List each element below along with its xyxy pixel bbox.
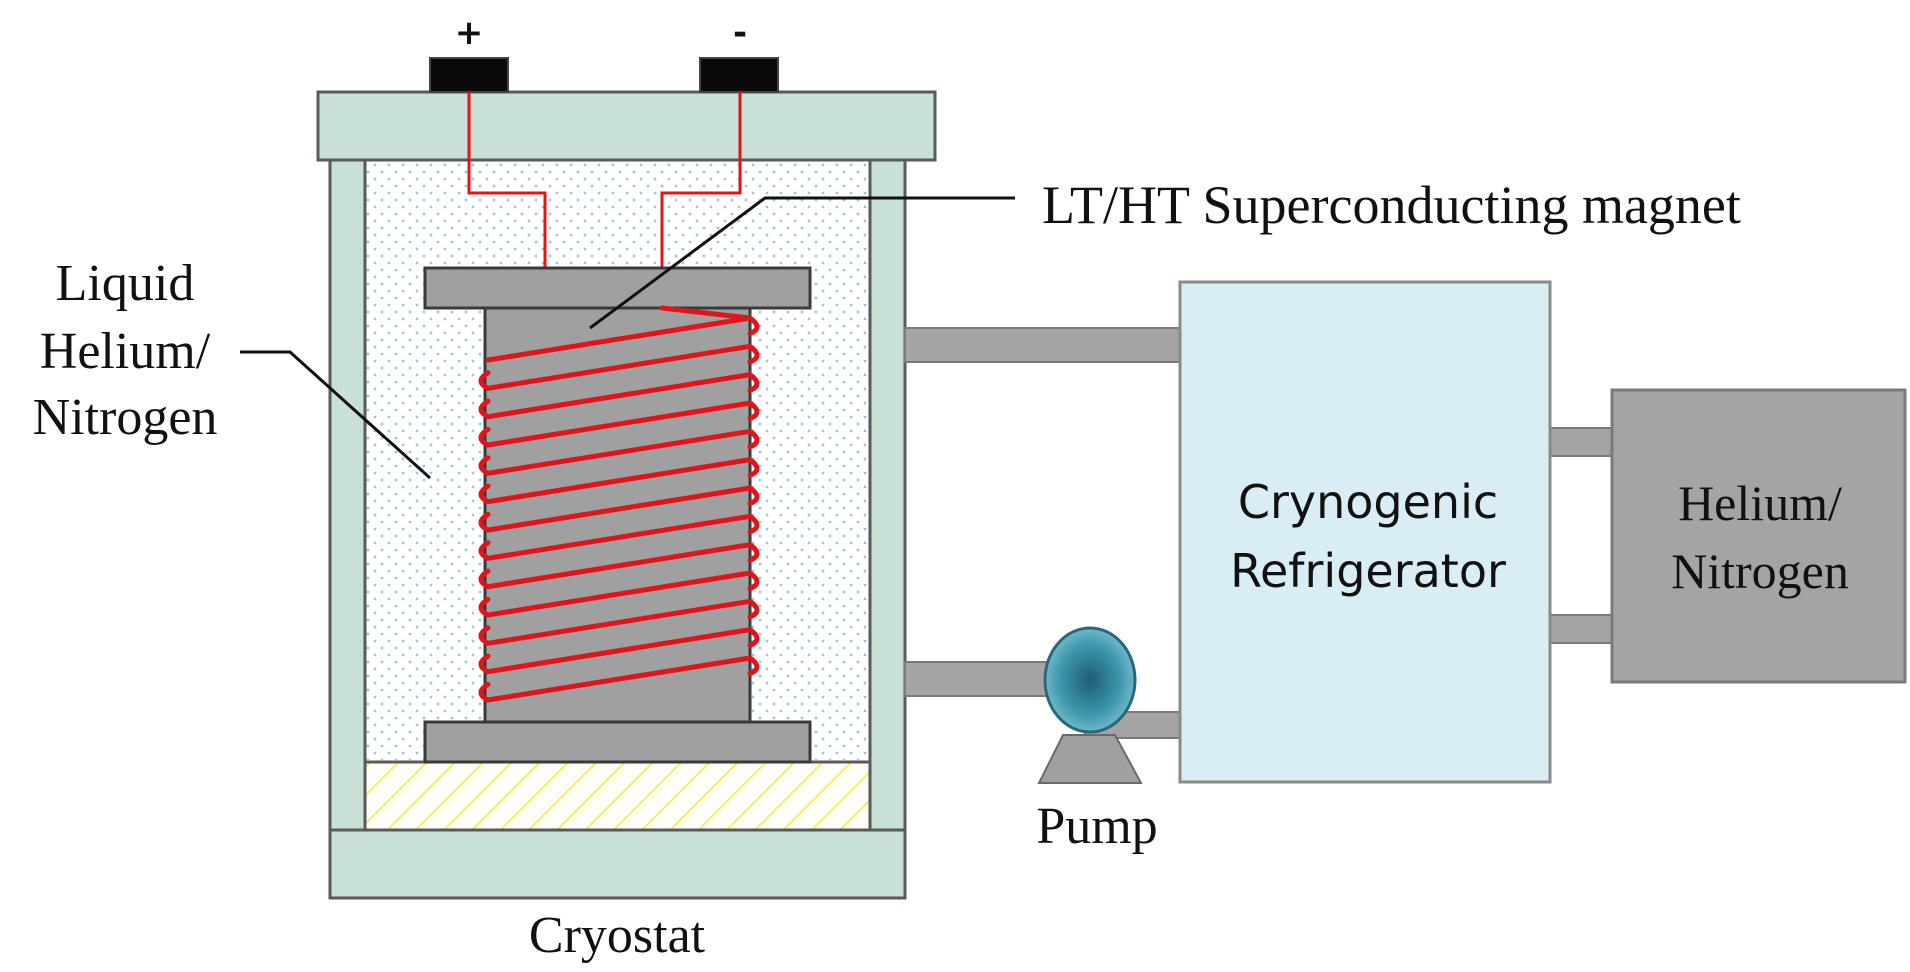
coil-top-lead — [659, 305, 753, 321]
superconducting-magnet — [423, 266, 812, 764]
pump-stand — [1037, 734, 1143, 784]
cryostat — [316, 90, 937, 900]
magnet-label: LT/HT Superconducting magnet — [1042, 175, 1741, 235]
liquid-label-line-2: Helium/ — [40, 323, 211, 380]
negative-terminal — [699, 57, 779, 93]
magnet-top-flange — [423, 266, 812, 310]
supply-label-line-2: Nitrogen — [1671, 543, 1849, 599]
negative-lead — [660, 92, 742, 270]
liquid-label-line-3: Nitrogen — [33, 389, 218, 446]
cryostat-left-wall — [328, 158, 367, 832]
helium-nitrogen-supply — [1610, 388, 1907, 684]
terminals: + - — [429, 13, 779, 93]
positive-terminal — [429, 57, 509, 93]
magnet-leader-line — [589, 196, 1015, 330]
supply-upper-pipe — [1549, 427, 1613, 457]
cryostat-bottom-plate — [328, 828, 907, 900]
cryostat-lid — [316, 90, 937, 162]
cryogenic-refrigerator — [1178, 280, 1552, 784]
magnet-coil — [478, 305, 760, 703]
coil-winding — [478, 315, 760, 703]
supply-label-line-1: Helium/ — [1678, 475, 1842, 531]
refrigerator-label-line-1: Crynogenic — [1238, 475, 1498, 529]
liquid-leader-line — [240, 350, 432, 480]
cryostat-label: Cryostat — [529, 907, 706, 964]
upper-pipe — [904, 327, 1181, 363]
magnet-bottom-flange — [423, 720, 812, 764]
pipes — [904, 327, 1613, 739]
positive-terminal-label: + — [455, 13, 484, 53]
pump-body — [1043, 626, 1137, 734]
refrigerator-label-line-2: Refrigerator — [1230, 544, 1506, 598]
negative-terminal-label: - — [733, 13, 747, 53]
cryostat-base-insulation — [363, 760, 872, 832]
lead-wires — [467, 92, 742, 270]
pump-label: Pump — [1036, 798, 1157, 855]
cryostat-right-wall — [868, 158, 907, 832]
positive-lead — [467, 92, 547, 270]
leader-lines — [240, 196, 1015, 480]
supply-lower-pipe — [1549, 614, 1613, 644]
lower-pipe — [904, 661, 1066, 697]
pump — [1037, 626, 1143, 784]
liquid-label-line-1: Liquid — [56, 255, 195, 312]
